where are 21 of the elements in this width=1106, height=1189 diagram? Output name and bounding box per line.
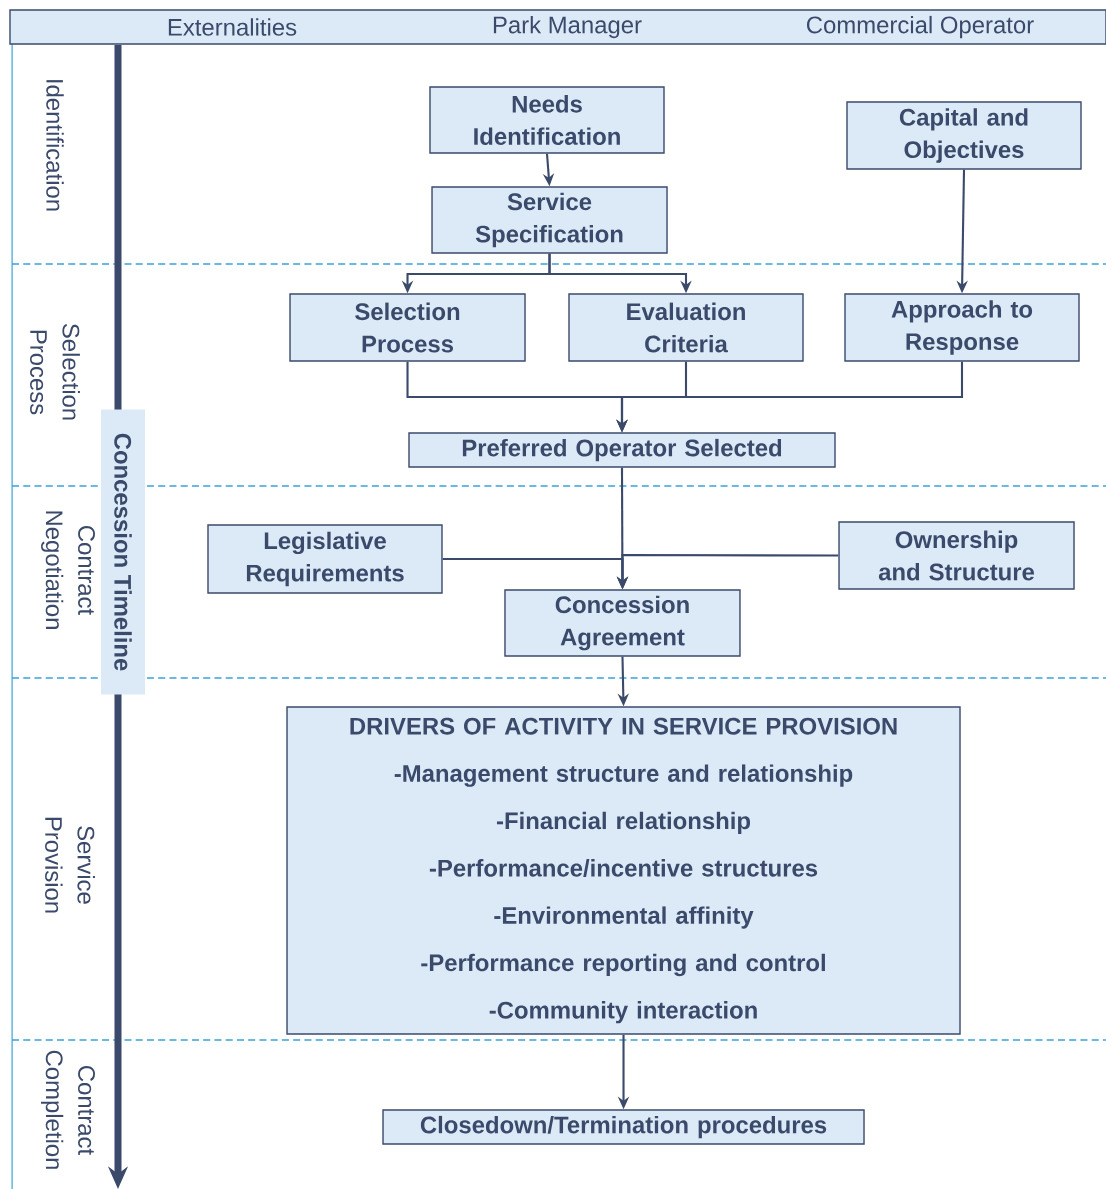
phase-label: Selection Process <box>30 323 80 420</box>
phase-label: Service Provision <box>45 817 95 913</box>
column-heading: Commercial Operator <box>807 15 1034 39</box>
process-box: Needs Identification <box>429 86 665 154</box>
phase-label: Contract Completion <box>41 1050 95 1169</box>
process-box: Legislative Requirements <box>207 524 443 594</box>
phase-label: Identification <box>46 80 64 211</box>
process-box: Closedown/Termination procedures <box>382 1109 865 1145</box>
process-box: Preferred Operator Selected <box>408 432 836 468</box>
process-box: Concession Agreement <box>504 589 741 657</box>
process-box: Selection Process <box>289 293 526 362</box>
column-heading: Externalities <box>168 18 297 36</box>
timeline-label: Concession Timeline <box>101 409 145 695</box>
drivers-box: DRIVERS OF ACTIVITY IN SERVICE PROVISION -Management structure and relationship -Financial relationship -Performance/incentive structures -Environmental affinity -Performance reporting and control -Community interaction <box>286 706 961 1035</box>
process-box: Service Specification <box>431 186 668 254</box>
process-box: Evaluation Criteria <box>568 293 804 362</box>
process-box: Capital and Objectives <box>846 101 1082 170</box>
column-heading: Park Manager <box>493 15 642 39</box>
phase-label: Contract Negotiation <box>41 511 95 629</box>
process-box: Approach to Response <box>844 293 1080 362</box>
process-box: Ownership and Structure <box>838 521 1075 590</box>
